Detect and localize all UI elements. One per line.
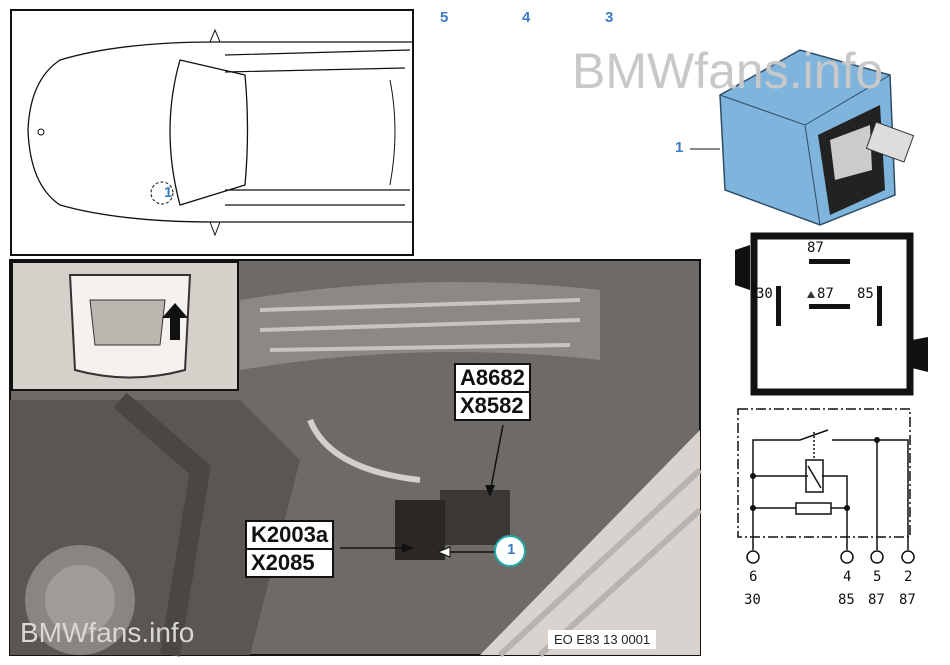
label-k2003a-x2085: K2003a X2085 [245, 520, 335, 578]
label-k2003a: K2003a [245, 520, 335, 550]
watermark-top: BMWfans.info [572, 43, 884, 99]
callout-3: 3 [605, 9, 614, 26]
pin-number-5: 5 [873, 569, 882, 585]
pin-number-6: 6 [749, 569, 758, 585]
pinout-87-top: 87 [807, 240, 824, 256]
diagram-code: EO E83 13 0001 [548, 630, 657, 649]
car-top-view [10, 9, 414, 256]
callout-relay: 1 [675, 139, 684, 156]
callout-photo: 1 [507, 541, 516, 558]
pinout-87-center: 87 [817, 286, 834, 302]
label-x2085: X2085 [245, 550, 335, 578]
label-a8682: A8682 [454, 363, 531, 393]
relay-image [719, 49, 915, 226]
pinout-30: 30 [756, 286, 773, 302]
pin-number-2: 2 [904, 569, 913, 585]
terminal-30: 30 [744, 592, 761, 608]
terminal-87b: 87 [899, 592, 916, 608]
watermark-bottom: BMWfans.info [20, 617, 195, 648]
leader-lines [340, 148, 720, 567]
relay-pinout [735, 232, 928, 396]
inset-photo [11, 261, 239, 391]
relay-schematic [737, 408, 915, 564]
pin-number-4: 4 [843, 569, 852, 585]
callout-4: 4 [522, 9, 531, 26]
callout-5: 5 [440, 9, 449, 26]
callout-car: 1 [164, 184, 173, 201]
label-a8682-x8582: A8682 X8582 [454, 363, 531, 421]
pinout-85: 85 [857, 286, 874, 302]
terminal-85: 85 [838, 592, 855, 608]
label-x8582: X8582 [454, 393, 531, 421]
terminal-87a: 87 [868, 592, 885, 608]
